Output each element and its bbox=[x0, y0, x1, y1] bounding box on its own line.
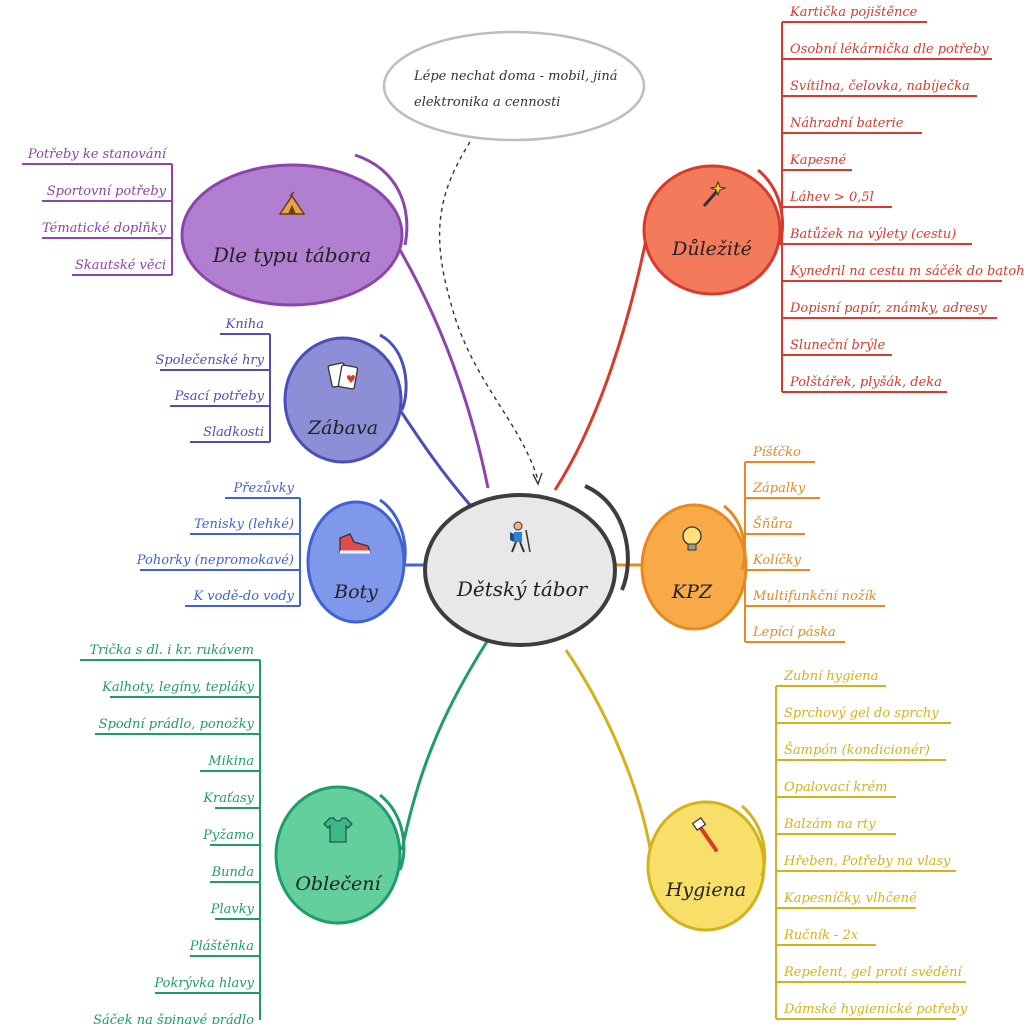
list-item[interactable]: Pláštěnka bbox=[189, 939, 254, 954]
lightbulb-icon bbox=[682, 526, 702, 551]
list-item[interactable]: Kolíčky bbox=[752, 553, 802, 568]
list-item[interactable]: Potřeby ke stanování bbox=[27, 147, 168, 162]
list-item[interactable]: Pyžamo bbox=[202, 828, 254, 843]
list-item[interactable]: Kalhoty, legíny, tepláky bbox=[101, 680, 255, 695]
list-item[interactable]: Mikina bbox=[207, 754, 254, 769]
list-item[interactable]: Opalovací krém bbox=[784, 780, 888, 795]
list-item[interactable]: Hřeben, Potřeby na vlasy bbox=[783, 854, 951, 869]
list-item[interactable]: Skautské věci bbox=[75, 258, 166, 273]
list-item[interactable]: Multifunkční nožík bbox=[752, 589, 877, 604]
svg-text:♥: ♥ bbox=[346, 373, 356, 386]
branch-node-kpz[interactable]: KPZ bbox=[640, 503, 748, 631]
branch-title-boty: Boty bbox=[333, 581, 378, 603]
branch-title-hygiena: Hygiena bbox=[665, 879, 746, 901]
list-item[interactable]: Láhev > 0,5l bbox=[789, 190, 874, 205]
list-item[interactable]: Zubní hygiena bbox=[783, 669, 878, 684]
list-item[interactable]: Sprchový gel do sprchy bbox=[784, 706, 939, 721]
list-item[interactable]: Kynedril na cestu m sáčék do batohu bbox=[789, 264, 1024, 279]
branch-node-boty[interactable]: Boty bbox=[306, 498, 407, 624]
branch-node-zabava[interactable]: ♥ Zábava bbox=[283, 333, 408, 464]
branch-title-kpz: KPZ bbox=[671, 581, 713, 603]
list-item[interactable]: Kartička pojištěnce bbox=[789, 5, 918, 20]
list-item[interactable]: Plavky bbox=[210, 902, 255, 917]
callout-line-2: elektronika a cennosti bbox=[414, 95, 560, 110]
callout-bubble: Lépe nechat doma - mobil, jiná elektroni… bbox=[382, 30, 646, 486]
list-item[interactable]: Kapesné bbox=[789, 153, 847, 168]
list-item[interactable]: Trička s dl. i kr. rukávem bbox=[90, 643, 254, 658]
list-item[interactable]: Sáček na špinavé prádlo bbox=[93, 1013, 254, 1024]
list-item[interactable]: Sluneční brýle bbox=[790, 338, 885, 353]
branch-node-hygiena[interactable]: Hygiena bbox=[646, 800, 767, 932]
list-item[interactable]: Sladkosti bbox=[203, 425, 264, 440]
list-item[interactable]: Zápalky bbox=[752, 481, 806, 496]
list-item[interactable]: Osobní lékárnička dle potřeby bbox=[790, 42, 989, 57]
playing-cards-icon: ♥ bbox=[327, 362, 359, 390]
branch-title-dle-typu: Dle typu tábora bbox=[212, 243, 371, 267]
list-item[interactable]: Píšťčko bbox=[752, 445, 801, 460]
connector-dle-typu bbox=[398, 249, 490, 489]
list-item[interactable]: Ručník - 2x bbox=[783, 928, 859, 943]
list-item[interactable]: K vodě-do vody bbox=[192, 589, 294, 604]
list-item[interactable]: Kapesníčky, vlhčené bbox=[783, 891, 917, 906]
branch-title-dulezite: Důležité bbox=[671, 238, 752, 260]
connector-hygiena bbox=[564, 649, 654, 861]
list-item[interactable]: Pohorky (nepromokavé) bbox=[136, 553, 294, 568]
list-item[interactable]: Lepící páska bbox=[752, 625, 836, 640]
branch-title-obleceni: Oblečení bbox=[295, 873, 383, 895]
list-item[interactable]: Spodní prádlo, ponožky bbox=[99, 717, 255, 732]
connector-zabava bbox=[398, 409, 472, 506]
hiker-icon bbox=[510, 521, 531, 553]
list-item[interactable]: Dopisní papír, známky, adresy bbox=[789, 301, 987, 316]
list-item[interactable]: Batůžek na výlety (cestu) bbox=[789, 226, 956, 242]
list-item[interactable]: Tématické doplňky bbox=[42, 221, 167, 236]
branch-node-dulezite[interactable]: Důležité bbox=[642, 164, 784, 296]
list-item[interactable]: Sportovní potřeby bbox=[47, 184, 167, 199]
central-topic-title: Dětský tábor bbox=[456, 577, 589, 601]
connector-obleceni bbox=[400, 639, 490, 851]
list-item[interactable]: Psací potřeby bbox=[174, 389, 265, 404]
list-item[interactable]: Společenské hry bbox=[155, 353, 264, 368]
list-item[interactable]: Dámské hygienické potřeby bbox=[783, 1002, 968, 1017]
list-item[interactable]: Náhradní baterie bbox=[789, 116, 904, 131]
list-item[interactable]: Repelent, gel proti svědění bbox=[783, 965, 963, 980]
branch-node-obleceni[interactable]: Oblečení bbox=[274, 785, 406, 925]
magic-wand-icon bbox=[702, 180, 727, 207]
tent-icon bbox=[278, 191, 306, 215]
list-item[interactable]: Šňůra bbox=[753, 515, 793, 532]
connector-dulezite bbox=[553, 229, 650, 491]
list-item[interactable]: Bunda bbox=[211, 865, 254, 880]
toothbrush-icon bbox=[691, 817, 718, 852]
branch-node-dle-typu[interactable]: Dle typu tábora bbox=[180, 153, 409, 307]
list-item[interactable]: Tenisky (lehké) bbox=[194, 517, 294, 532]
callout-line-1: Lépe nechat doma - mobil, jiná bbox=[413, 69, 618, 84]
branch-title-zabava: Zábava bbox=[307, 417, 378, 439]
tshirt-icon bbox=[323, 817, 353, 843]
list-item[interactable]: Kniha bbox=[225, 317, 264, 332]
list-item[interactable]: Svítilna, čelovka, nabíječka bbox=[790, 79, 970, 94]
list-item[interactable]: Přezůvky bbox=[233, 480, 295, 496]
list-item[interactable]: Pokrývka hlavy bbox=[153, 976, 254, 991]
central-topic[interactable]: Dětský tábor bbox=[423, 484, 630, 647]
list-item[interactable]: Balzám na rty bbox=[783, 817, 876, 832]
list-item[interactable]: Kraťasy bbox=[202, 791, 254, 806]
list-item[interactable]: Šampón (kondicionér) bbox=[784, 741, 930, 758]
list-item[interactable]: Polštářek, plyšák, deka bbox=[789, 375, 942, 390]
sneaker-icon bbox=[339, 533, 371, 554]
